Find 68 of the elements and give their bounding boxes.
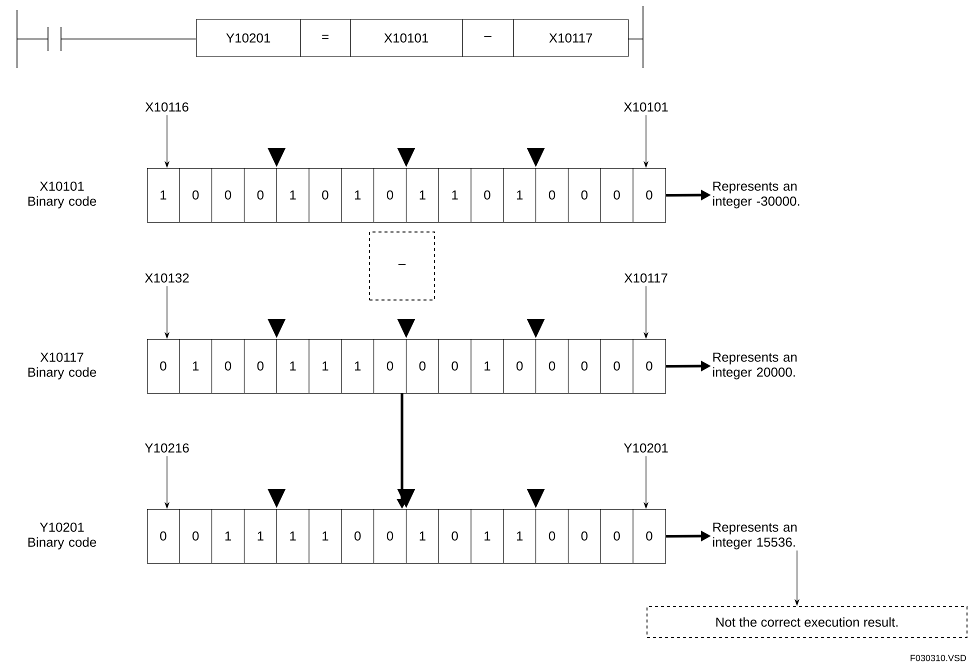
bit-value: 0 bbox=[322, 190, 328, 200]
register-label: Y10201 Binary code bbox=[28, 522, 96, 550]
operator-box: – bbox=[369, 232, 435, 300]
bit-value: 0 bbox=[548, 361, 556, 371]
bit-value: 1 bbox=[290, 532, 296, 540]
bit-value: 1 bbox=[354, 190, 361, 200]
bit-value: 0 bbox=[452, 361, 458, 371]
result-text: Represents an integer 15536. bbox=[713, 522, 797, 550]
bit-value: 1 bbox=[160, 190, 166, 200]
instruction-cell: X10101 bbox=[350, 19, 463, 57]
bit-value: 0 bbox=[614, 531, 620, 541]
bit-value: 0 bbox=[257, 361, 264, 371]
bit-value: 0 bbox=[257, 190, 264, 200]
bit-value: 0 bbox=[452, 531, 458, 541]
bit-value: 1 bbox=[484, 362, 490, 370]
bit-value: 0 bbox=[581, 531, 588, 541]
bit-value: 0 bbox=[160, 531, 166, 541]
bit-value: 1 bbox=[258, 532, 264, 540]
bit-value: 1 bbox=[290, 362, 296, 370]
bit-value: 0 bbox=[484, 190, 490, 200]
instruction-cell: = bbox=[300, 19, 351, 57]
bit-value: 1 bbox=[192, 362, 199, 370]
bit-value: 1 bbox=[290, 190, 296, 200]
bit-value: 0 bbox=[386, 361, 394, 371]
note-box: Not the correct execution result. bbox=[646, 606, 968, 638]
bit-value: 0 bbox=[516, 361, 523, 371]
bit-value: 0 bbox=[419, 361, 426, 371]
file-name: F030310.VSD bbox=[910, 654, 966, 662]
result-text: Represents an integer 20000. bbox=[713, 352, 797, 380]
bit-label: Y10201 bbox=[624, 443, 668, 453]
bit-value: 1 bbox=[516, 190, 523, 200]
bit-value: 1 bbox=[516, 532, 523, 540]
bit-value: 1 bbox=[354, 362, 361, 370]
bit-value: 1 bbox=[420, 532, 426, 540]
bit-value: 1 bbox=[452, 190, 458, 200]
bit-value: 0 bbox=[354, 531, 361, 541]
bit-label: X10117 bbox=[624, 273, 668, 283]
bit-value: 0 bbox=[646, 361, 652, 371]
instruction-cell: – bbox=[462, 19, 514, 57]
bit-value: 0 bbox=[192, 531, 199, 541]
bit-value: 0 bbox=[548, 531, 556, 541]
bit-value: 1 bbox=[420, 190, 426, 200]
bit-value: 0 bbox=[646, 190, 652, 200]
bit-value: 0 bbox=[614, 361, 620, 371]
bit-value: 0 bbox=[548, 190, 556, 200]
bit-value: 1 bbox=[484, 532, 490, 540]
bit-value: 0 bbox=[160, 361, 166, 371]
register-label: X10101 Binary code bbox=[28, 182, 96, 208]
bit-value: 0 bbox=[386, 190, 394, 200]
bit-value: 0 bbox=[581, 361, 588, 371]
instruction-cell: Y10201 bbox=[196, 19, 301, 57]
bit-value: 0 bbox=[614, 190, 620, 200]
bit-label: X10116 bbox=[145, 102, 188, 112]
bit-value: 0 bbox=[581, 190, 588, 200]
register-label: X10117 Binary code bbox=[28, 352, 96, 380]
bit-value: 0 bbox=[224, 361, 232, 371]
bit-value: 1 bbox=[322, 532, 328, 540]
bit-label: Y10216 bbox=[144, 443, 189, 453]
bit-value: 0 bbox=[224, 190, 232, 200]
bit-value: 0 bbox=[386, 531, 394, 541]
result-text: Represents an integer -30000. bbox=[713, 182, 800, 208]
bit-value: 0 bbox=[646, 531, 652, 541]
bit-label: X10132 bbox=[144, 273, 189, 283]
instruction-cell: X10117 bbox=[513, 19, 629, 57]
bit-value: 1 bbox=[322, 362, 328, 370]
bit-value: 0 bbox=[192, 190, 199, 200]
bit-value: 1 bbox=[225, 532, 231, 540]
bit-label: X10101 bbox=[624, 102, 668, 112]
